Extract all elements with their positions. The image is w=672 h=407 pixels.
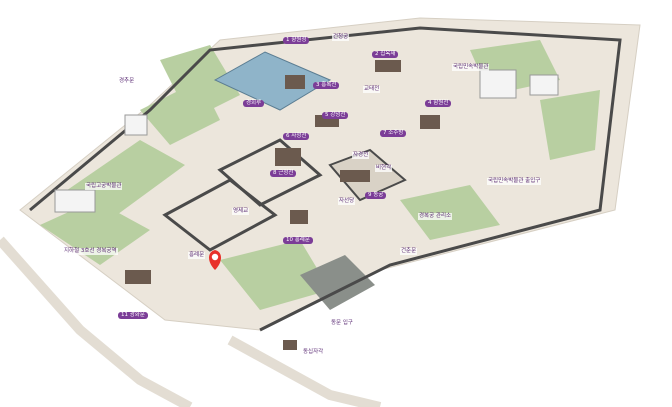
map-label[interactable]: 6 사정전: [283, 133, 310, 140]
building: [275, 148, 301, 166]
building: [283, 340, 297, 350]
map-label[interactable]: 경복궁 관리소: [418, 213, 453, 220]
building: [124, 114, 148, 136]
building: [290, 210, 308, 224]
map-label[interactable]: 경추문: [118, 78, 136, 85]
map-label[interactable]: 교태전: [363, 86, 381, 93]
map-label[interactable]: 국립민속박물관: [452, 64, 490, 71]
lawn: [220, 240, 330, 310]
road: [227, 335, 382, 407]
map-label[interactable]: 11 광화문: [118, 312, 148, 319]
map-label[interactable]: 국립민속박물관 출입구: [487, 178, 542, 185]
palace-wall: [29, 26, 622, 332]
map-label[interactable]: 4 함원전: [425, 100, 452, 107]
map-label[interactable]: 비현각: [375, 165, 393, 172]
map-label[interactable]: 지하철 3호선 경복궁역: [63, 248, 118, 255]
map-label[interactable]: 3 흥복전: [313, 82, 340, 89]
map-label[interactable]: 7 소주방: [380, 130, 407, 137]
map-label[interactable]: 국립고궁박물관: [85, 183, 123, 190]
map-label[interactable]: 동십자각: [302, 349, 325, 356]
building: [375, 60, 401, 72]
building: [420, 115, 440, 129]
map-label[interactable]: 1 향원정: [283, 37, 310, 44]
map-label[interactable]: 영제교: [232, 208, 250, 215]
map-label[interactable]: 2 집옥재: [372, 51, 399, 58]
parking-lot: [300, 255, 375, 310]
building: [125, 270, 151, 284]
road: [0, 236, 193, 407]
map-label[interactable]: 흥례문: [188, 252, 206, 259]
building: [479, 69, 517, 99]
map-label[interactable]: 9 동궁: [365, 192, 387, 199]
map-label[interactable]: 5 강녕전: [322, 112, 349, 119]
map-label[interactable]: 동문 입구: [330, 320, 354, 327]
building: [285, 75, 305, 89]
building: [54, 189, 96, 213]
map-label[interactable]: 자경전: [352, 152, 370, 159]
location-pin-icon[interactable]: [209, 250, 221, 270]
map-label[interactable]: 건청궁: [332, 34, 350, 41]
map-label[interactable]: 10 홍례문: [283, 237, 313, 244]
courtyard-wall: [162, 178, 278, 252]
map-label[interactable]: 경회루: [243, 100, 265, 107]
lawn: [140, 80, 220, 145]
building: [340, 170, 370, 182]
map-label[interactable]: 8 근정전: [270, 170, 297, 177]
courtyard-wall: [217, 138, 323, 207]
map-label[interactable]: 건춘문: [400, 248, 418, 255]
lawn: [400, 185, 500, 240]
lawn: [40, 200, 150, 265]
map-label[interactable]: 자선당: [338, 198, 356, 205]
building: [529, 74, 559, 96]
lawn: [540, 90, 600, 160]
